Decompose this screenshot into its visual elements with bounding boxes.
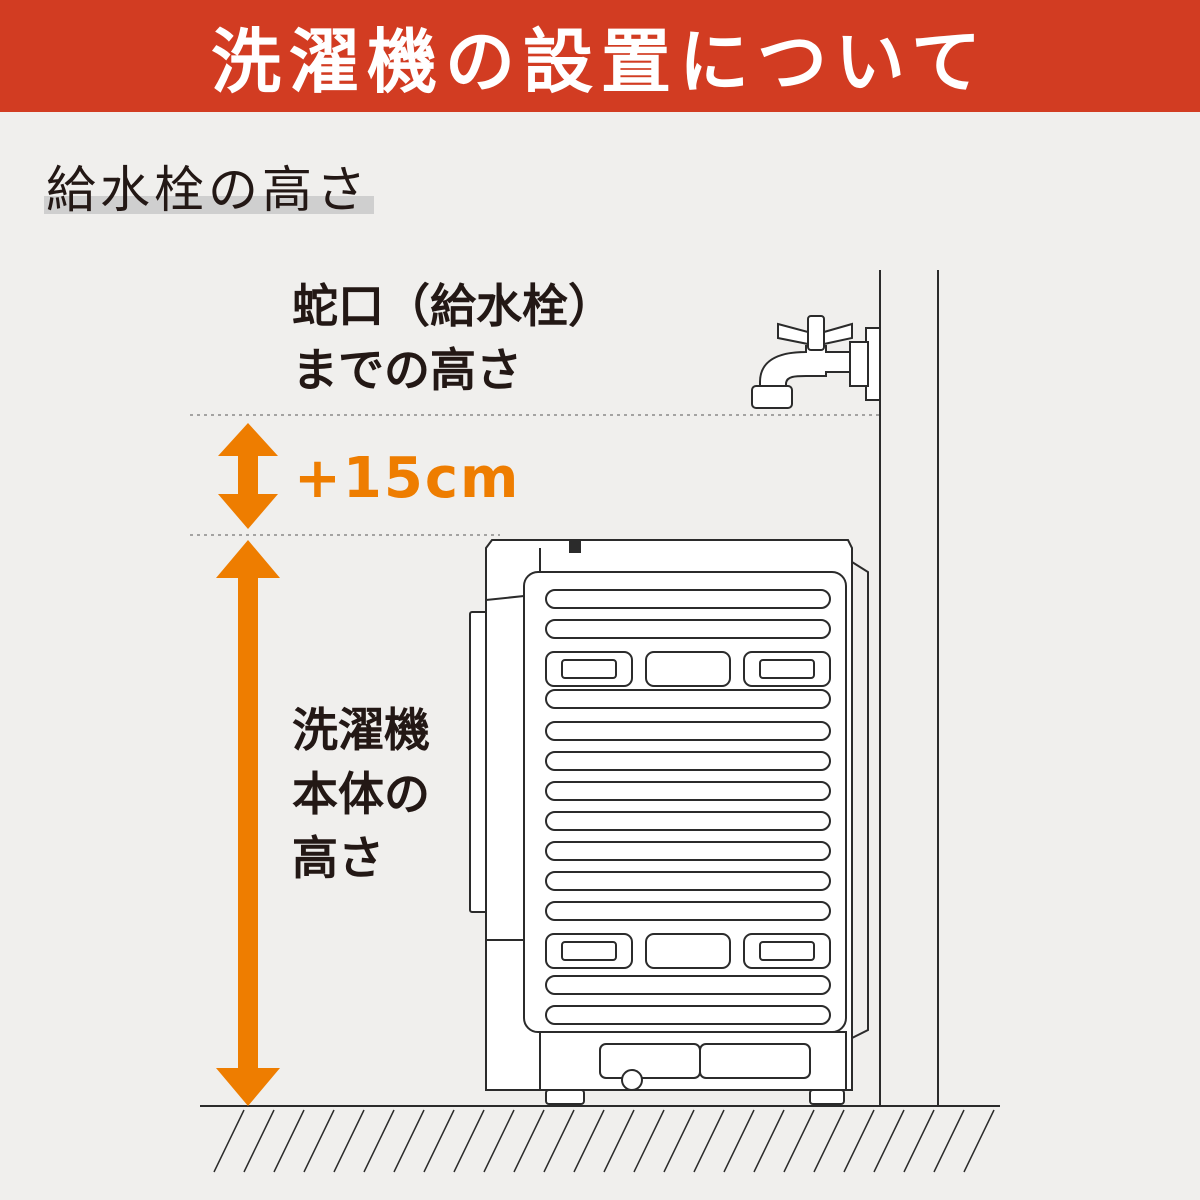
hatch-line — [543, 1109, 575, 1173]
machine-vents — [545, 589, 831, 1025]
hatch-line — [903, 1109, 935, 1173]
vent-slot — [545, 871, 831, 891]
hatch-line — [633, 1109, 665, 1173]
vent-slot — [545, 751, 831, 771]
hatch-line — [603, 1109, 635, 1173]
faucet-label-line1: 蛇口（給水栓） — [292, 279, 614, 333]
hatch-line — [813, 1109, 845, 1173]
hatch-line — [333, 1109, 365, 1173]
handle-recess — [645, 933, 731, 969]
hatch-line — [453, 1109, 485, 1173]
vent-slot — [545, 811, 831, 831]
vent-slot — [545, 689, 831, 709]
extra-height-value: +15cm — [294, 446, 521, 511]
hatch-line — [933, 1109, 965, 1173]
hatch-line — [723, 1109, 755, 1173]
vent-slot — [545, 619, 831, 639]
vent-slot — [545, 589, 831, 609]
faucet-icon — [751, 315, 881, 409]
handle-grip — [561, 941, 617, 961]
hatch-line — [303, 1109, 335, 1173]
vent-slot — [545, 975, 831, 995]
machine-label-line3: 高さ — [292, 831, 384, 885]
hatch-line — [483, 1109, 515, 1173]
faucet-label-line2: までの高さ — [292, 343, 522, 397]
banner-title: 洗濯機の設置について — [211, 20, 989, 103]
faucet-height-label: 蛇口（給水栓） までの高さ — [292, 274, 614, 402]
double-arrow-icon — [216, 423, 280, 1106]
machine-label-line1: 洗濯機 — [292, 703, 430, 757]
vent-slot — [545, 841, 831, 861]
floor-hatching — [213, 1109, 995, 1173]
hatch-line — [753, 1109, 785, 1173]
title-banner: 洗濯機の設置について — [0, 0, 1200, 112]
hatch-line — [843, 1109, 875, 1173]
hatch-line — [243, 1109, 275, 1173]
handle-grip — [759, 659, 815, 679]
machine-height-label: 洗濯機 本体の 高さ — [292, 698, 430, 890]
hatch-line — [963, 1109, 995, 1173]
hatch-line — [273, 1109, 305, 1173]
vent-slot — [545, 781, 831, 801]
hatch-line — [213, 1109, 245, 1173]
hatch-line — [423, 1109, 455, 1173]
hatch-line — [693, 1109, 725, 1173]
hatch-line — [783, 1109, 815, 1173]
wall — [879, 270, 939, 1106]
hatch-line — [663, 1109, 695, 1173]
vent-slot — [545, 901, 831, 921]
hatch-line — [513, 1109, 545, 1173]
handle-grip — [561, 659, 617, 679]
hatch-line — [573, 1109, 605, 1173]
handle-recess — [645, 651, 731, 687]
hatch-line — [393, 1109, 425, 1173]
handle-grip — [759, 941, 815, 961]
section-heading: 給水栓の高さ — [44, 150, 374, 219]
vent-slot — [545, 721, 831, 741]
reference-lines — [190, 414, 880, 536]
hatch-line — [363, 1109, 395, 1173]
hatch-line — [873, 1109, 905, 1173]
vent-slot — [545, 1005, 831, 1025]
machine-label-line2: 本体の — [292, 767, 430, 821]
